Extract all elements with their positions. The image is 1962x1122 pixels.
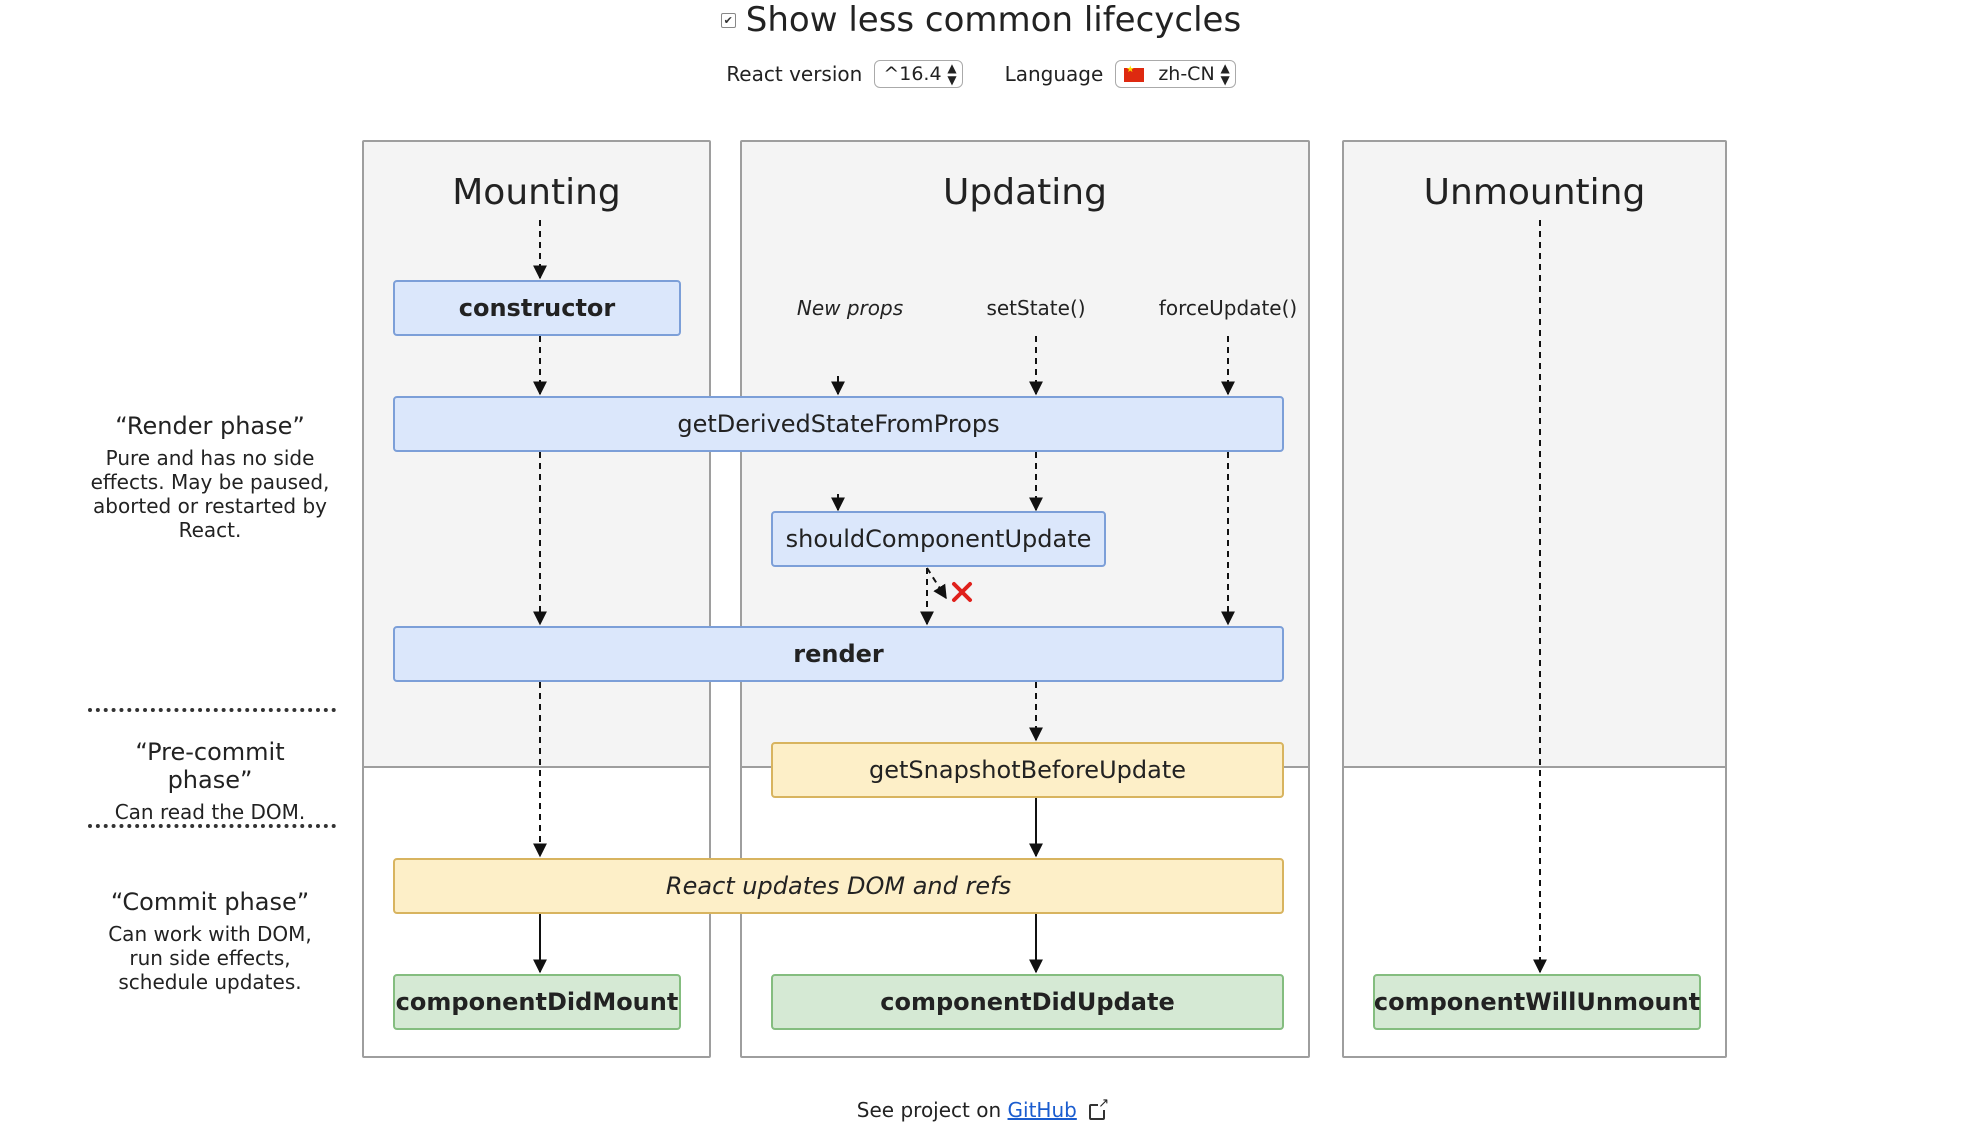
show-less-label[interactable]: Show less common lifecycles	[745, 0, 1242, 40]
precommit-phase-title: “Pre-commit phase”	[135, 738, 285, 794]
component-did-mount-node: componentDidMount	[393, 974, 681, 1030]
component-did-update-node: componentDidUpdate	[771, 974, 1284, 1030]
render-node: render	[393, 626, 1284, 682]
react-version-value: ^16.4	[883, 63, 942, 85]
header-controls: React version ^16.4 ▲▼ Language zh-CN ▲▼	[0, 60, 1962, 88]
react-version-select[interactable]: ^16.4 ▲▼	[874, 60, 963, 88]
phase-divider-1	[88, 708, 336, 712]
get-derived-state-from-props-node: getDerivedStateFromProps	[393, 396, 1284, 452]
react-version-label: React version	[726, 62, 863, 86]
language-select[interactable]: zh-CN ▲▼	[1115, 60, 1236, 88]
trigger-new-props: New props	[796, 296, 904, 320]
cancel-x-icon	[952, 582, 972, 602]
header-title-row: ✔ Show less common lifecycles	[0, 0, 1962, 40]
commit-phase-title: “Commit phase”	[110, 888, 310, 916]
footer: See project on GitHub	[0, 1096, 1962, 1122]
constructor-node: constructor	[393, 280, 681, 336]
get-snapshot-before-update-node: getSnapshotBeforeUpdate	[771, 742, 1284, 798]
mounting-title: Mounting	[452, 172, 621, 213]
footer-prefix: See project on	[856, 1098, 1002, 1122]
phase-divider-2	[88, 824, 336, 828]
commit-phase-desc: Can work with DOM, run side effects, sch…	[108, 922, 312, 994]
github-link[interactable]: GitHub	[1007, 1098, 1077, 1122]
precommit-phase-label: “Pre-commit phase” Can read the DOM.	[90, 738, 330, 824]
precommit-phase-desc: Can read the DOM.	[114, 800, 306, 824]
arrow-scu-cancel	[926, 567, 947, 600]
language-value: zh-CN	[1158, 63, 1215, 85]
render-phase-label: “Render phase” Pure and has no side effe…	[90, 412, 330, 542]
language-label: Language	[1004, 62, 1104, 86]
china-flag-icon	[1124, 65, 1145, 82]
trigger-force-update: forceUpdate()	[1158, 296, 1298, 320]
updating-title: Updating	[943, 172, 1107, 213]
render-phase-desc: Pure and has no side effects. May be pau…	[90, 446, 330, 542]
select-arrows-icon: ▲▼	[947, 61, 957, 87]
select-arrows-icon: ▲▼	[1220, 61, 1230, 87]
render-phase-title: “Render phase”	[115, 412, 305, 440]
show-less-checkbox[interactable]: ✔	[720, 12, 736, 28]
component-will-unmount-node: componentWillUnmount	[1373, 974, 1701, 1030]
unmounting-title: Unmounting	[1423, 172, 1646, 213]
commit-phase-label: “Commit phase” Can work with DOM, run si…	[90, 888, 330, 994]
should-component-update-node: shouldComponentUpdate	[771, 511, 1106, 567]
trigger-set-state: setState()	[986, 296, 1086, 320]
react-updates-dom-node: React updates DOM and refs	[393, 858, 1284, 914]
